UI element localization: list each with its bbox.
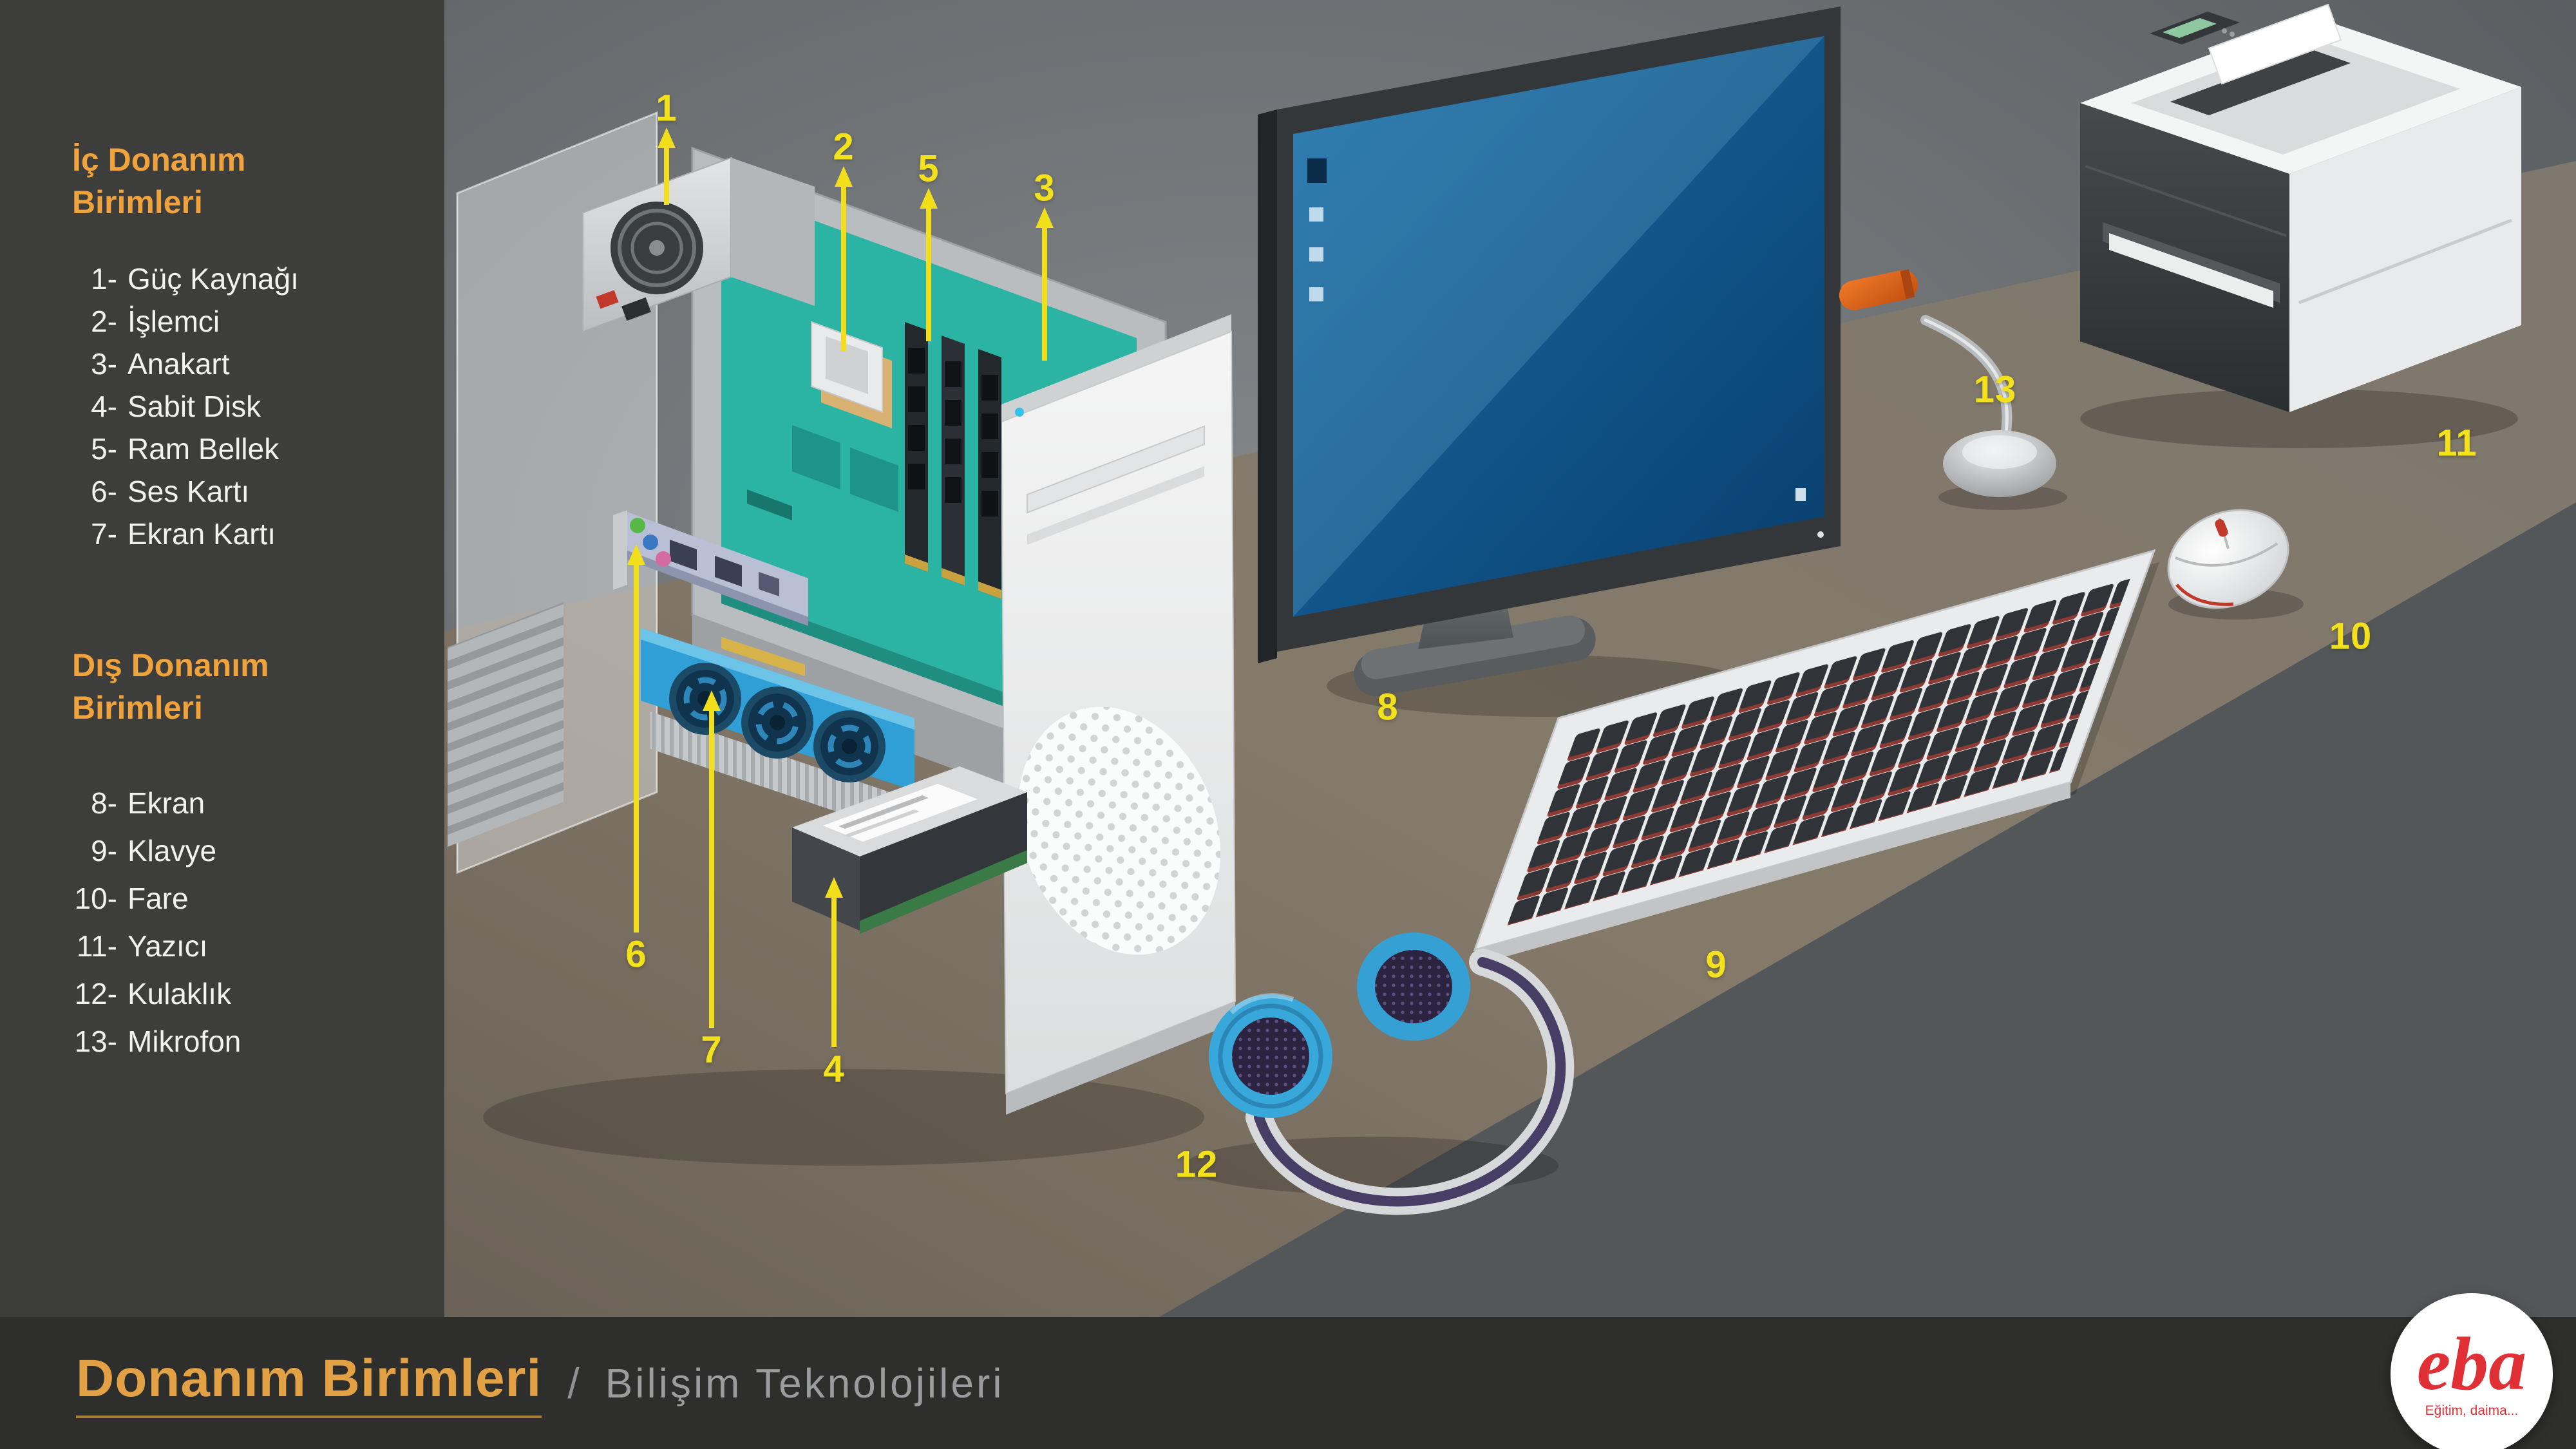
sound-card: [613, 510, 808, 626]
keyboard-illustration: [1473, 549, 2159, 965]
callout-8-ekran: 8: [1377, 686, 1399, 728]
list-item: 10-Fare: [74, 882, 189, 915]
arrow-4: [825, 877, 843, 1047]
eba-logo: eba Eğitim, daima...: [2391, 1293, 2553, 1449]
arrow-2: [835, 166, 853, 351]
cpu: [811, 321, 892, 428]
case-vent-grille: [448, 602, 564, 847]
front-panel: [1000, 314, 1236, 1115]
list-item: 11-Yazıcı: [76, 929, 208, 963]
pc-case-illustration: [448, 111, 1236, 1166]
desktop-icon: [1309, 247, 1323, 261]
list-item: 2-İşlemci: [91, 305, 220, 338]
power-supply: [582, 156, 815, 333]
ram-modules: [905, 322, 1001, 599]
ear-cup-left: [1209, 993, 1332, 1118]
external-units-list: 8-Ekran 9-Klavye 10-Fare 11-Yazıcı 12-Ku…: [62, 779, 242, 1065]
callout-9-klavye: 9: [1705, 943, 1727, 986]
callout-6-ses-karti: 6: [625, 933, 647, 976]
list-item: 1-Güç Kaynağı: [91, 262, 299, 296]
sidebar-legend: İç Donanım Birimleri 1-Güç Kaynağı 2-İşl…: [0, 0, 444, 1317]
hard-disk: [792, 766, 1027, 934]
arrow-5: [920, 188, 938, 341]
callout-13-mikrofon: 13: [1973, 368, 2017, 411]
list-item: 6-Ses Kartı: [91, 475, 250, 508]
desktop-icon: [1307, 158, 1327, 183]
power-led: [1015, 408, 1024, 417]
headphones-illustration: [1185, 933, 1575, 1215]
list-item: 13-Mikrofon: [74, 1025, 242, 1058]
callout-arrows: [627, 128, 1054, 1047]
callout-7-ekran-karti: 7: [701, 1028, 723, 1071]
ear-cup-right: [1357, 933, 1470, 1041]
footer-bar: Donanım Birimleri / Bilişim Teknolojiler…: [0, 1317, 2576, 1449]
arrow-3: [1036, 207, 1054, 361]
list-item: 7-Ekran Kartı: [91, 517, 276, 551]
key-grid: [1505, 578, 2130, 926]
arrow-7: [703, 690, 721, 1028]
printer-illustration: [2080, 3, 2521, 448]
desktop-icon: [1795, 488, 1806, 501]
desktop-icon: [1309, 207, 1323, 222]
eba-logo-tagline: Eğitim, daima...: [2425, 1403, 2519, 1419]
internal-units-list: 1-Güç Kaynağı 2-İşlemci 3-Anakart 4-Sabi…: [62, 258, 299, 555]
monitor-stand-base: [1354, 615, 1596, 697]
list-item: 9-Klavye: [91, 834, 217, 867]
mouse-illustration: [2167, 509, 2304, 620]
arrow-1: [658, 128, 676, 205]
monitor-screen: [1293, 36, 1824, 617]
paper-sheet: [2208, 3, 2342, 85]
honeycomb-vent: [1018, 706, 1220, 955]
callout-1-guc-kaynagi: 1: [656, 87, 677, 129]
list-item: 4-Sabit Disk: [91, 390, 261, 423]
callout-12-kulaklik: 12: [1175, 1143, 1218, 1186]
gpu-fan: [813, 710, 886, 782]
desktop-icon: [1309, 287, 1323, 301]
scroll-wheel: [2215, 519, 2228, 537]
printer-control-panel: [2150, 12, 2240, 44]
callout-2-islemci: 2: [833, 126, 855, 168]
list-item: 12-Kulaklık: [74, 977, 232, 1010]
optical-drive-slot: [1027, 425, 1205, 514]
callout-11-yazici: 11: [2436, 422, 2477, 464]
list-item: 3-Anakart: [91, 347, 230, 381]
desk-front-edge: [1159, 502, 2576, 1317]
external-units-heading: Dış Donanım Birimleri: [72, 647, 269, 726]
callout-3-anakart: 3: [1034, 167, 1056, 209]
title-separator: /: [567, 1359, 580, 1407]
psu-switch: [596, 290, 619, 309]
callout-5-ram: 5: [918, 147, 940, 190]
mic-windscreen: [1839, 269, 1918, 310]
callout-4-sabit-disk: 4: [823, 1048, 845, 1090]
gpu-fan: [741, 687, 813, 759]
paper-tray: [2132, 37, 2460, 155]
page-title: Donanım Birimleri: [76, 1349, 542, 1418]
eba-logo-text: eba: [2416, 1321, 2527, 1406]
list-item: 8-Ekran: [91, 786, 205, 820]
callout-10-fare: 10: [2329, 615, 2372, 658]
gpu-fan: [669, 663, 741, 735]
list-item: 5-Ram Bellek: [91, 432, 279, 466]
page-subtitle: Bilişim Teknolojileri: [605, 1359, 1005, 1406]
scene-illustration: [444, 0, 2576, 1317]
internal-units-heading: İç Donanım Birimleri: [72, 142, 246, 220]
arrow-6: [627, 544, 645, 933]
microphone-illustration: [1839, 269, 2067, 510]
